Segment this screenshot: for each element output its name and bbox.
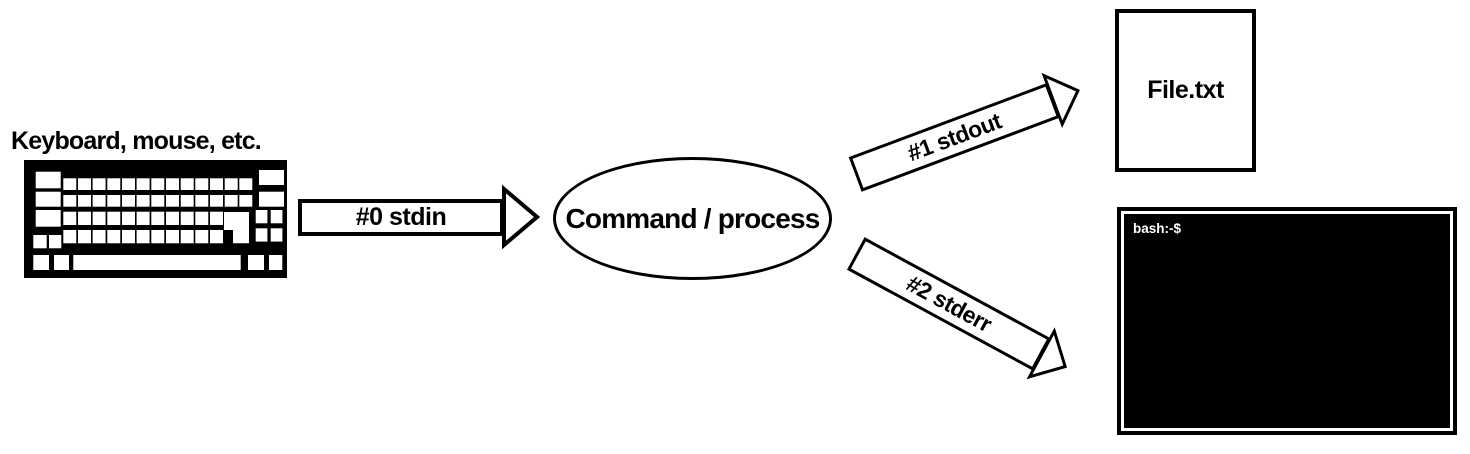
file-node: File.txt	[1115, 9, 1256, 172]
process-label: Command / process	[565, 202, 820, 234]
stdin-arrow-label: #0 stdin	[355, 202, 447, 231]
stdin-arrow-body: #0 stdin	[298, 198, 504, 236]
stderr-arrow: #2 stderr	[841, 226, 1083, 396]
input-device-label: Keyboard, mouse, etc.	[11, 127, 262, 155]
terminal-prompt: bash:-$	[1133, 221, 1182, 236]
stderr-arrow-label: #2 stderr	[902, 269, 997, 337]
stdin-arrowhead-icon	[502, 185, 540, 249]
stdout-arrow-label: #1 stdout	[903, 107, 1005, 166]
stdin-arrow: #0 stdin	[298, 185, 542, 249]
terminal-screen: bash:-$	[1124, 214, 1450, 428]
terminal-window: bash:-$	[1117, 207, 1457, 435]
stderr-arrow-body: #2 stderr	[847, 236, 1052, 371]
stdout-arrow: #1 stdout	[844, 60, 1092, 203]
stdout-arrowhead-icon	[1041, 72, 1080, 129]
process-node: Command / process	[553, 157, 832, 280]
stdout-arrow-body: #1 stdout	[848, 82, 1061, 192]
keyboard-icon	[24, 160, 287, 278]
file-label: File.txt	[1147, 76, 1224, 104]
stderr-arrowhead-icon	[1026, 327, 1068, 380]
